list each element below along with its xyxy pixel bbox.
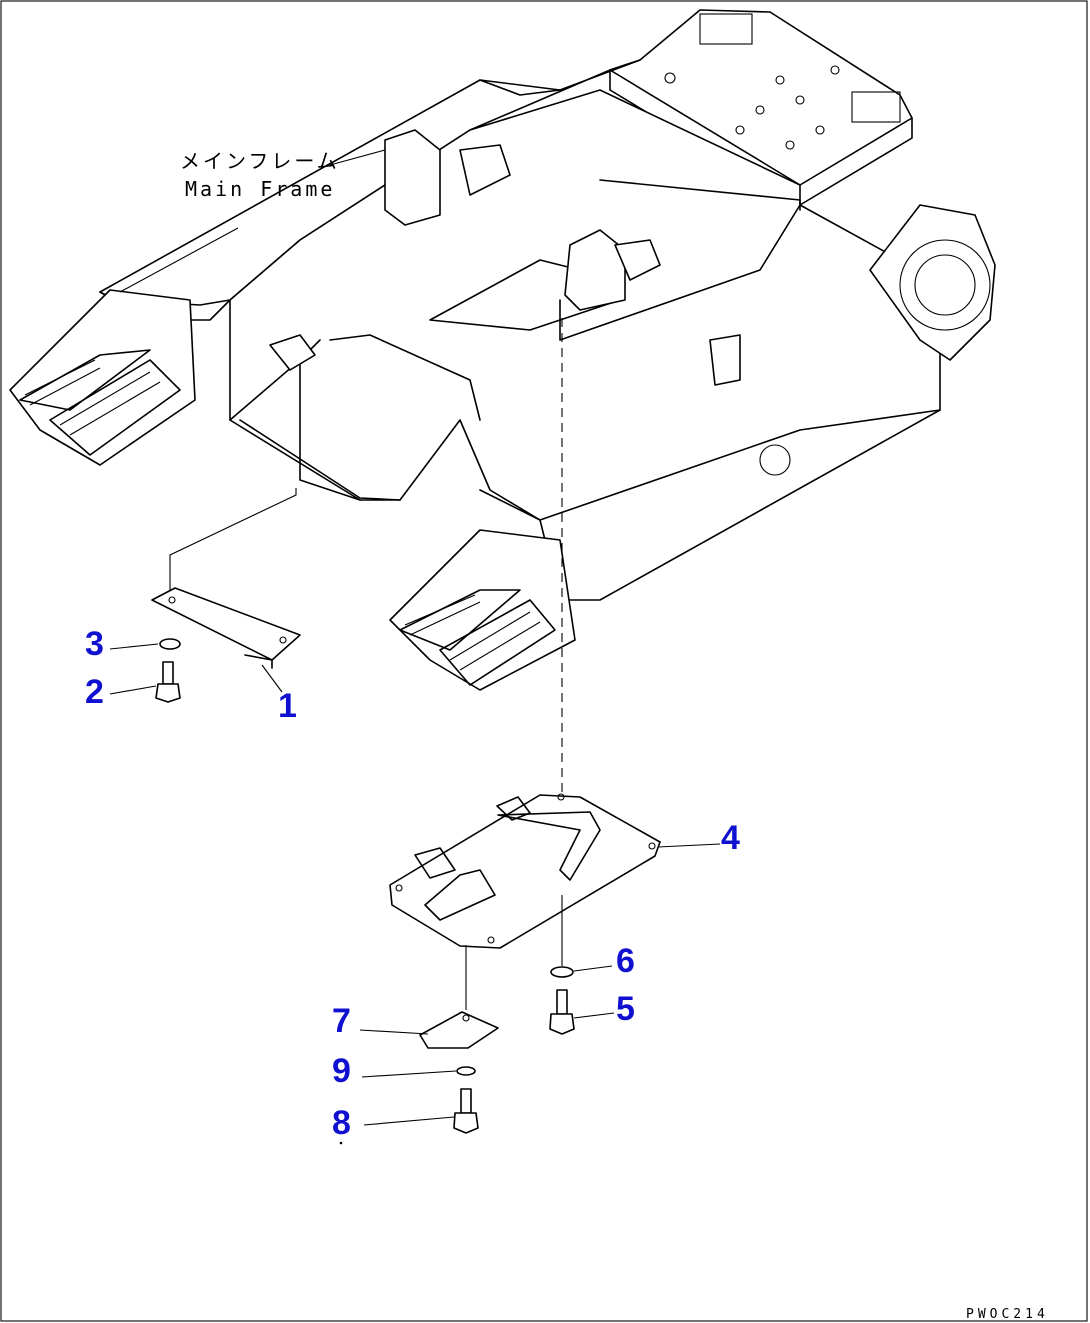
right-track-frame-end — [389, 529, 576, 691]
frame-label-leader — [119, 227, 239, 293]
part-8-bolt — [453, 1088, 479, 1134]
main-frame-label: メインフレーム Main Frame — [119, 149, 386, 293]
access-hole — [759, 444, 791, 476]
part-5-bolt — [549, 989, 575, 1035]
callout-1: 1 — [278, 687, 297, 725]
callout-8: 8 — [332, 1104, 351, 1142]
callout-4: 4 — [721, 819, 740, 857]
callout-3: 3 — [85, 625, 104, 663]
callout-2: 2 — [85, 673, 104, 711]
part-9-washer — [456, 1066, 476, 1076]
part-3-washer — [159, 638, 181, 650]
callout-6: 6 — [616, 942, 635, 980]
part-7-plate — [419, 1011, 499, 1049]
callout-7: 7 — [332, 1002, 351, 1040]
part-4-undercover — [389, 794, 661, 949]
left-track-frame-end — [9, 289, 196, 466]
drawing-code: PWOC214 — [966, 1307, 1049, 1322]
part-2-bolt — [155, 661, 181, 703]
callout-5: 5 — [616, 990, 635, 1028]
frame-label-jp: メインフレーム — [180, 149, 340, 173]
frame-label-en: Main Frame — [185, 177, 335, 201]
main-frame — [9, 9, 996, 691]
rear-deck-plate — [609, 9, 913, 186]
callout-9: 9 — [332, 1052, 351, 1090]
part-6-washer — [550, 966, 574, 978]
part-1-cover — [151, 587, 301, 661]
